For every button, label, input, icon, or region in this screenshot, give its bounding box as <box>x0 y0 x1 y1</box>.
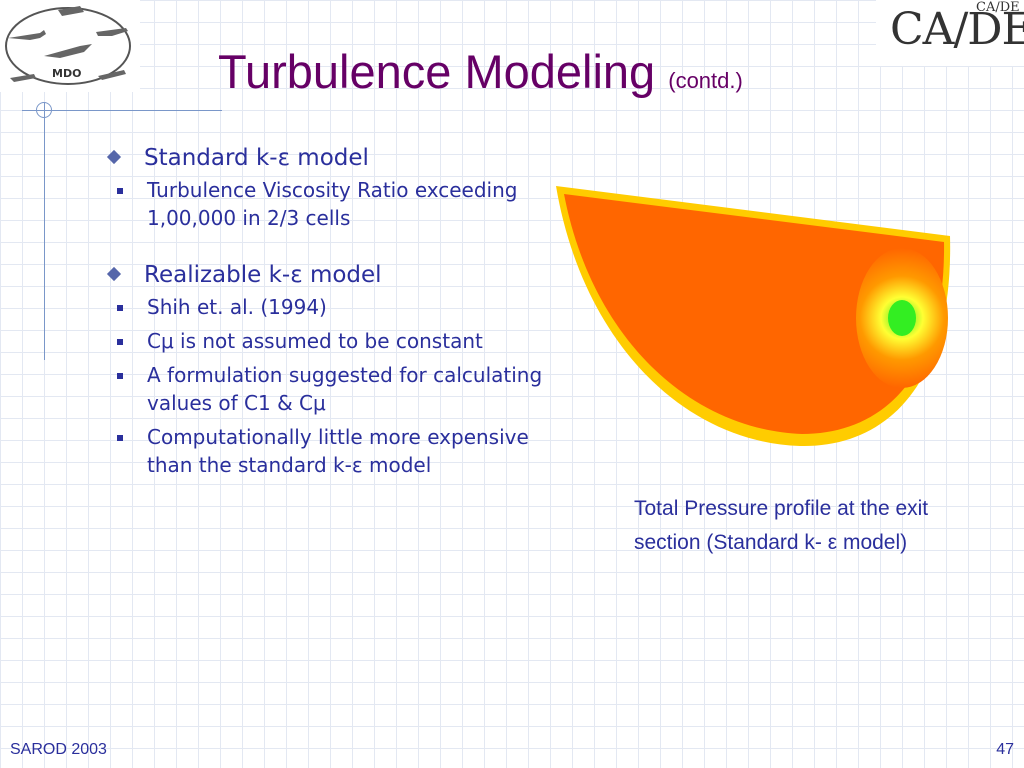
total-pressure-contour-plot <box>552 180 954 450</box>
decorative-line-horizontal <box>22 110 222 111</box>
square-bullet-icon <box>117 339 123 345</box>
title-sub: (contd.) <box>668 68 743 93</box>
cade-logo-small-text: CA/DE <box>976 0 1020 15</box>
sub-bullet-item: Turbulence Viscosity Ratio exceeding 1,0… <box>104 176 544 232</box>
mdo-logo: MDO <box>0 0 140 92</box>
decorative-ring <box>36 102 52 118</box>
sub-bullet-list: Shih et. al. (1994) Cμ is not assumed to… <box>117 293 544 479</box>
bullet-standard-k-epsilon: Standard k-ε model Turbulence Viscosity … <box>104 143 544 232</box>
footer-event: SAROD 2003 <box>10 741 107 758</box>
mdo-logo-graphic: MDO <box>5 6 131 85</box>
bullet-list: Standard k-ε model Turbulence Viscosity … <box>104 143 544 479</box>
bullet-realizable-k-epsilon: Realizable k-ε model Shih et. al. (1994)… <box>104 260 544 479</box>
contour-hotspot-core <box>888 300 916 336</box>
slide-title: Turbulence Modeling (contd.) <box>218 48 743 95</box>
sub-bullet-text: Turbulence Viscosity Ratio exceeding 1,0… <box>147 178 518 230</box>
square-bullet-icon <box>117 435 123 441</box>
square-bullet-icon <box>117 305 123 311</box>
sub-bullet-text: Computationally little more expensive th… <box>147 425 529 477</box>
sub-bullet-text: Cμ is not assumed to be constant <box>147 329 483 353</box>
cade-logo: CA/DE CA/DE <box>876 0 1024 66</box>
diamond-bullet-icon <box>106 149 122 165</box>
figure-caption: Total Pressure profile at the exit secti… <box>634 497 929 554</box>
square-bullet-icon <box>117 373 123 379</box>
cade-logo-text: CA/DE <box>890 4 1024 55</box>
bullet-text: Standard k-ε model <box>144 145 369 171</box>
bullet-text: Realizable k-ε model <box>144 262 382 288</box>
sub-bullet-item: Computationally little more expensive th… <box>104 423 544 479</box>
sub-bullet-text: A formulation suggested for calculating … <box>147 363 543 415</box>
page-number: 47 <box>996 741 1014 758</box>
decorative-line-vertical <box>44 102 45 360</box>
sub-bullet-item: Shih et. al. (1994) <box>104 293 544 321</box>
sub-bullet-text: Shih et. al. (1994) <box>147 295 327 319</box>
sub-bullet-item: Cμ is not assumed to be constant <box>104 327 544 355</box>
sub-bullet-item: A formulation suggested for calculating … <box>104 361 544 417</box>
diamond-bullet-icon <box>106 266 122 282</box>
contour-body <box>564 194 945 434</box>
sub-bullet-list: Turbulence Viscosity Ratio exceeding 1,0… <box>117 176 544 232</box>
square-bullet-icon <box>117 188 123 194</box>
contour-plot-graphic <box>556 186 951 447</box>
svg-text:MDO: MDO <box>52 67 81 80</box>
title-main: Turbulence Modeling <box>218 45 656 98</box>
